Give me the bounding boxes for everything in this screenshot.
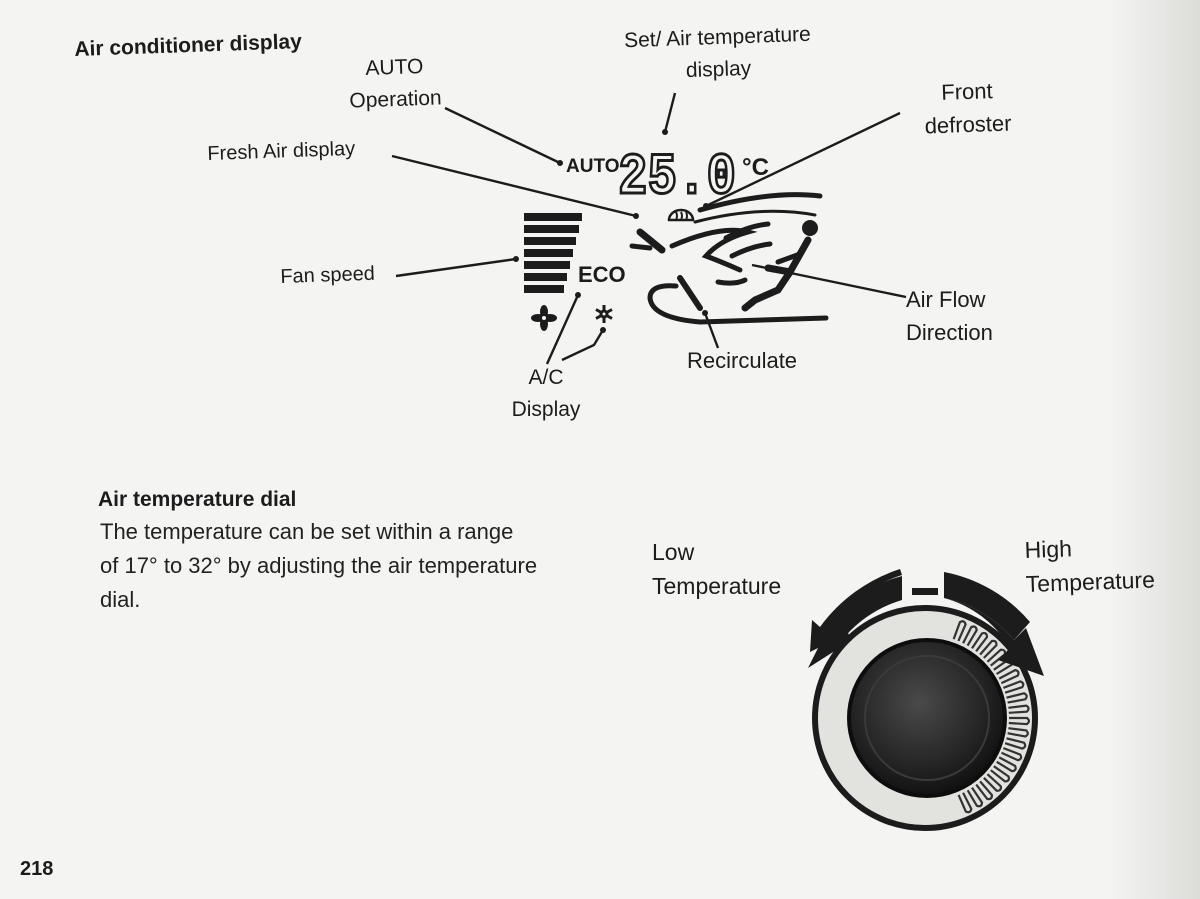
temperature-dial[interactable] — [849, 640, 1005, 796]
page-number: 218 — [20, 858, 53, 881]
dial-index-mark — [912, 588, 938, 595]
